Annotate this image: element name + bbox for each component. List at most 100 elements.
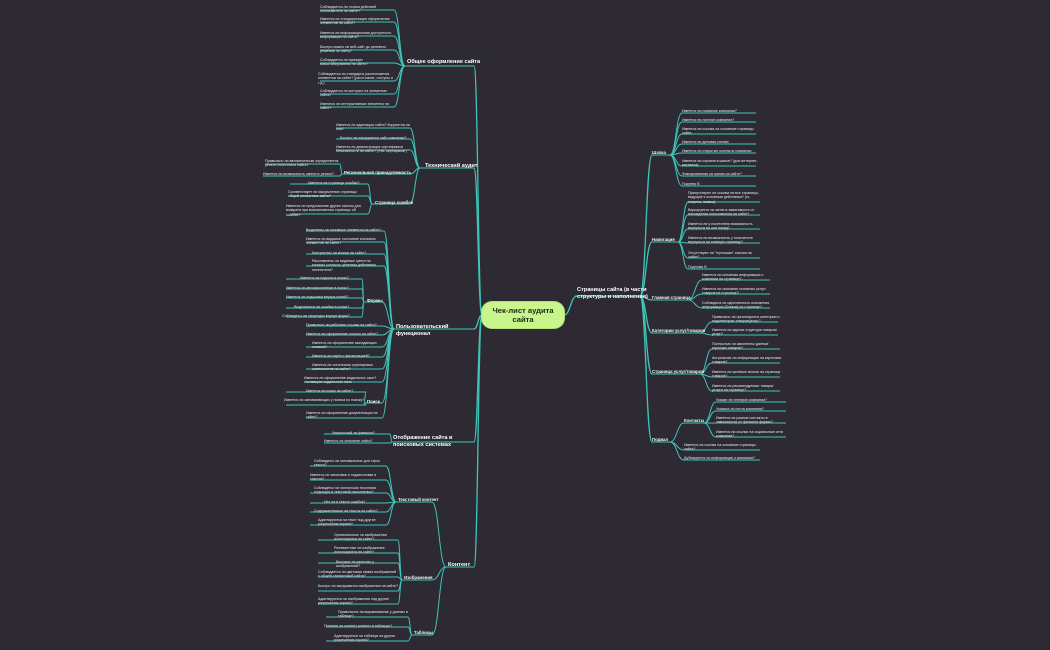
leaf-contacts-3[interactable]: Имеется ли разные контакты в зависимости… [716, 416, 774, 425]
leaf-errors-2[interactable]: Соответствует ли оформление страницы общ… [288, 190, 357, 199]
sub-home-title[interactable]: Главная страница [652, 295, 691, 300]
leaf-home-1[interactable]: Имеется ли основная информация о компани… [702, 273, 764, 282]
leaf-contacts-1[interactable]: Указан ли телефон компании? [716, 398, 768, 402]
leaf-func-mid-3[interactable]: Имеется ли оформление выпадающих списков… [312, 341, 377, 350]
leaf-func-bottom-1[interactable]: Имеется ли оформление документации на са… [306, 411, 378, 420]
leaf-header-7[interactable]: Фиксированная ли шапка на сайте? [682, 172, 742, 176]
leaf-header-3[interactable]: Имеется ли ссылка на основные страницы с… [682, 127, 754, 136]
leaf-tech-1[interactable]: Имеется ли адаптация сайта? Корректна ли… [336, 123, 410, 132]
leaf-func-mid-4[interactable]: Имеется ли карта с фильтрацией? [312, 354, 370, 358]
leaf-func-mid-6[interactable]: Имеется ли оформление модальных окон? Ак… [304, 376, 377, 385]
leaf-design-6[interactable]: Соблюдается ли стандарты расположения эл… [318, 72, 393, 85]
leaf-errors-1[interactable]: Имеется ли страница ошибки? [308, 181, 360, 185]
leaf-contacts-2[interactable]: Указана ли почта компании? [716, 407, 764, 411]
leaf-home-2[interactable]: Имеется ли описание основных услуг/товар… [702, 287, 766, 296]
sub-product-title[interactable]: Страница услуг/товаров [652, 369, 704, 374]
branch-design-title[interactable]: Общее оформление сайта [407, 59, 481, 65]
sub-contacts-title[interactable]: Контакты [684, 418, 705, 423]
sub-forms-title[interactable]: Формы [367, 298, 383, 303]
leaf-header-6[interactable]: Имеется ли корзина в шапке? (для интерне… [682, 159, 758, 168]
leaf-tech-3[interactable]: Имеется ли демонстрация сертификата безо… [336, 145, 407, 154]
leaf-images-4[interactable]: Соблюдается ли цветовая гамма изображени… [318, 570, 397, 579]
leaf-images-2[interactable]: Релевантные ли изображения используются … [334, 546, 385, 555]
leaf-footer-1[interactable]: Имеется ли ссылки на основные страницы с… [684, 443, 756, 452]
leaf-regional-2[interactable]: Имеется ли возможность сменить регион? [263, 172, 335, 176]
leaf-images-1[interactable]: Оригинальные ли изображения используются… [334, 533, 387, 542]
leaf-nav-6[interactable]: Подловы В [688, 265, 707, 269]
leaf-images-6[interactable]: Адаптируются ли изображения под другие р… [318, 597, 390, 606]
sub-text-title[interactable]: Текстовый контент [398, 497, 439, 502]
leaf-search-1[interactable]: Имеется ли поиск на сайте? [306, 389, 354, 393]
leaf-header-8[interactable]: Подтвер В [682, 182, 700, 186]
leaf-home-3[interactable]: Соблюдена ли однотипность изложения инфо… [702, 301, 770, 310]
sub-nav-title[interactable]: Навигация [652, 237, 675, 242]
branch-func-title[interactable]: Пользовательский функционал [396, 324, 449, 337]
sub-images-title[interactable]: Изображения [404, 575, 433, 580]
leaf-errors-3[interactable]: Имеется ли предложение других ссылок для… [286, 204, 361, 217]
sub-search-title[interactable]: Поиск [367, 399, 380, 404]
leaf-images-5[interactable]: Быстро ли загружаются изображения на сай… [318, 584, 398, 588]
leaf-nav-3[interactable]: Имеется ли у посетителя возможность верн… [688, 222, 753, 231]
leaf-text-5[interactable]: Содержательные ли тексты на сайте? [314, 509, 378, 513]
leaf-func-2[interactable]: Имеется ли видимое состояние кнопок/их э… [306, 237, 376, 246]
leaf-forms-5[interactable]: Соблюдены ли структуры внутри форм? [282, 314, 350, 318]
leaf-contacts-4[interactable]: Имеется ли ссылки на социальные сети ком… [716, 430, 783, 439]
leaf-nav-2[interactable]: Варьируется ли меню в зависимости от нах… [688, 208, 755, 217]
leaf-tables-1[interactable]: Правильное ли выравнивание у данных в та… [338, 610, 408, 619]
sub-catalog-title[interactable]: Категории услуг/товаров [652, 328, 706, 333]
leaf-images-3[interactable]: Высокое ли качество у изображений? [336, 560, 375, 569]
leaf-text-2[interactable]: Имеется ли заголовки и подзаголовки в те… [310, 473, 377, 482]
leaf-design-5[interactable]: Соблюдается ли принцип масштабирования н… [320, 58, 369, 67]
sub-header-title[interactable]: Шапка [652, 150, 666, 155]
leaf-func-4[interactable]: Расставлены ли видимые цвета на кнопках … [312, 259, 376, 272]
leaf-text-1[interactable]: Соблюдены ли оптимальные для строк текст… [314, 459, 380, 468]
sub-tables-title[interactable]: Таблицы [414, 630, 434, 635]
leaf-footer-2[interactable]: Дублируется ли информация о компании? [684, 456, 755, 460]
leaf-design-4[interactable]: Быстро можно ли веб-сайт до целевого реш… [320, 45, 387, 54]
leaf-forms-1[interactable]: Имеется ли подсказ в полях? [300, 276, 350, 280]
leaf-func-mid-5[interactable]: Имеется ли логическая группировка компон… [312, 363, 373, 372]
leaf-design-3[interactable]: Имеется ли информационная доступность ин… [320, 31, 392, 40]
leaf-design-1[interactable]: Соблюдается ли логика действий пользоват… [320, 5, 377, 14]
leaf-func-mid-1[interactable]: Правильно ли работают ссылки на сайте? [306, 323, 377, 327]
leaf-func-3[interactable]: Контрастны ли кнопки на сайте? [312, 251, 367, 255]
leaf-regional-1[interactable]: Правильно ли автоматически определяется … [265, 159, 339, 168]
leaf-func-mid-2[interactable]: Имеется ли оформление ссылок на сайте? [306, 332, 379, 336]
leaf-forms-2[interactable]: Имеется ли автозаполнение в полях? [286, 286, 349, 290]
leaf-forms-3[interactable]: Имеется ли подсказка внутри полей? [286, 295, 349, 299]
leaf-seo-1[interactable]: Уникальный ли фавикон? [332, 431, 375, 435]
branch-tech-title[interactable]: Технический аудит [425, 163, 478, 169]
sub-footer-title[interactable]: Подвал [652, 437, 669, 442]
leaf-design-8[interactable]: Имеются ли интерактивные элементы на сай… [320, 102, 389, 111]
leaf-forms-4[interactable]: Выделяются ли ошибки в полях? [294, 305, 350, 309]
branch-pages-title[interactable]: Страницы сайта (в части структуры и напо… [577, 287, 648, 300]
leaf-text-3[interactable]: Соблюдены ли логическая текстовая структ… [314, 486, 377, 495]
leaf-seo-2[interactable]: Имеется ли описание сайта? [324, 439, 373, 443]
leaf-catalog-1[interactable]: Правильно ли организуются категории и по… [712, 315, 780, 324]
leaf-header-5[interactable]: Имеется ли открытые контакты компании [682, 149, 752, 153]
leaf-nav-5[interactable]: Отсутствуют ли "пустышки" ссылки на сайт… [688, 251, 752, 260]
leaf-text-6[interactable]: Адаптируются ли текст под другие разреше… [318, 518, 376, 527]
leaf-search-2[interactable]: Имеется ли запоминающих у поиска по поис… [284, 398, 365, 402]
leaf-header-2[interactable]: Имеется ли логотип компании? [682, 118, 735, 122]
leaf-header-4[interactable]: Имеется ли деловая кнопка [682, 140, 729, 144]
leaf-tech-2[interactable]: Быстро ли загружается сайт компании? [340, 136, 407, 140]
leaf-product-1[interactable]: Полностью ли заполнены данные карточки т… [712, 342, 769, 351]
leaf-tables-2[interactable]: Понятен ли контент контент в таблицах? [324, 624, 393, 628]
leaf-header-1[interactable]: Имеется ли название компании? [682, 109, 737, 113]
leaf-design-2[interactable]: Имеется ли стандартизация оформления эле… [320, 17, 390, 26]
branch-seo-title[interactable]: Отображение сайта в поисковых системах [393, 435, 453, 448]
leaf-func-1[interactable]: Выделены ли основные элементы на сайте? [306, 228, 381, 232]
leaf-nav-4[interactable]: Имеется ли возможность у посетителя верн… [688, 236, 753, 245]
leaf-catalog-2[interactable]: Имеется ли единая структура товаров/услу… [712, 328, 777, 337]
leaf-product-2[interactable]: Актуальная ли информация на карточках то… [712, 356, 782, 365]
sub-errors-title[interactable]: Страница ошибок [375, 200, 414, 205]
leaf-product-4[interactable]: Имеется ли рекомендуемые товары/услуги н… [712, 384, 774, 393]
leaf-tables-3[interactable]: Адаптируются ли таблицы на другие разреш… [334, 634, 396, 643]
leaf-design-7[interactable]: Соблюдается ли контраст на элементах сай… [320, 89, 387, 98]
leaf-nav-1[interactable]: Присутствуют ли ссылки на все страницы, … [688, 191, 759, 204]
leaf-text-4[interactable]: Нет ли в тексте ошибок? [324, 500, 366, 504]
root-node[interactable]: Чек-лист аудита сайта [482, 302, 564, 328]
sub-regional-title[interactable]: Региональная принадлежность [344, 170, 412, 175]
